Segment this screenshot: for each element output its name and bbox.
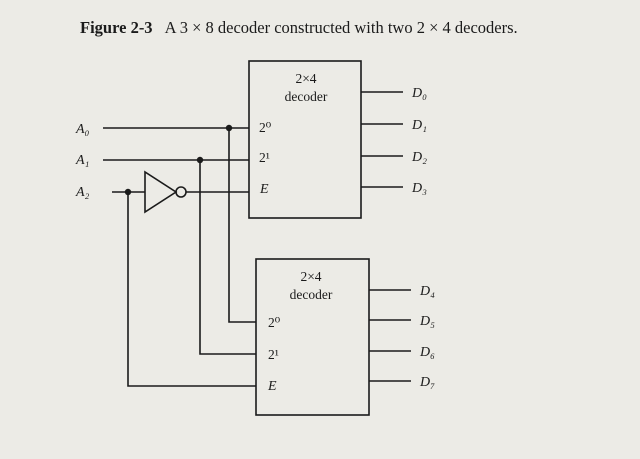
input-label-a1: A₁ <box>75 153 89 168</box>
decoder-box-top <box>248 60 362 219</box>
output-label-d0: D₀ <box>411 86 427 101</box>
branch-wire-a0 <box>228 128 256 323</box>
inverter-bubble <box>175 186 187 198</box>
input-label-a2: A₂ <box>75 185 90 200</box>
branch-wire-a2 <box>127 192 256 387</box>
decoder-bottom-title-name: decoder <box>290 287 333 302</box>
output-label-d7: D₇ <box>419 375 435 390</box>
figure-label: Figure 2-3 <box>80 18 153 37</box>
decoder-bottom-pin-enable: E <box>267 379 277 394</box>
decoder-bottom-title-size: 2×4 <box>300 269 321 284</box>
figure-caption-text: A 3 × 8 decoder constructed with two 2 ×… <box>164 18 518 37</box>
decoder-top-title-name: decoder <box>285 89 328 104</box>
output-label-d1: D₁ <box>411 118 427 133</box>
decoder-top-pin-2-1: 2¹ <box>259 150 270 165</box>
decoder-top-pin-2-0: 2⁰ <box>259 120 272 135</box>
input-label-a0: A₀ <box>75 122 90 137</box>
decoder-top-pin-enable: E <box>259 182 269 197</box>
output-label-d5: D₅ <box>419 314 435 329</box>
output-label-d2: D₂ <box>411 150 427 165</box>
decoder-top-title-size: 2×4 <box>295 71 316 86</box>
output-label-d3: D₃ <box>411 181 427 196</box>
branch-wire-a1 <box>199 160 256 355</box>
decoder-bottom-pin-2-0: 2⁰ <box>268 315 281 330</box>
inverter-triangle <box>144 170 178 214</box>
output-label-d6: D₆ <box>419 345 435 360</box>
output-label-d4: D₄ <box>419 284 435 299</box>
decoder-bottom-pin-2-1: 2¹ <box>268 347 279 362</box>
figure-caption: Figure 2-3 A 3 × 8 decoder constructed wi… <box>80 18 518 38</box>
decoder-box-bottom <box>255 258 370 416</box>
